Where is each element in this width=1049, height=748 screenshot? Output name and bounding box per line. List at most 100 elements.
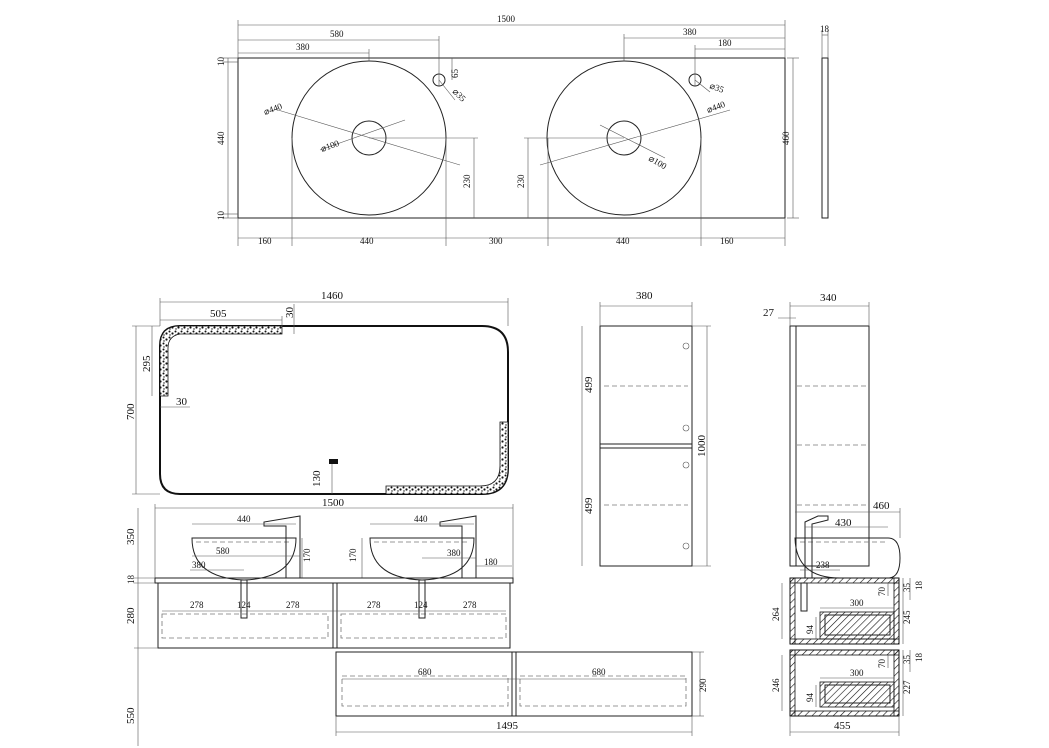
dim-front-170-right: 170 — [348, 548, 358, 562]
mirror-view: 1460 505 30 700 295 30 130 — [125, 290, 509, 495]
dim-top-overall: 1500 — [497, 14, 516, 24]
dim-side-18-top: 18 — [914, 581, 924, 591]
right-drain-pipe — [418, 579, 426, 619]
dim-lower-height: 290 — [698, 678, 708, 692]
dim-top-230-right: 230 — [516, 174, 526, 188]
side-drain-pipe — [800, 582, 808, 612]
dim-side-430: 430 — [835, 517, 852, 529]
dim-cabinet-height: 1000 — [696, 435, 708, 458]
hinge-icon — [682, 461, 690, 469]
lower-drawer-unit — [335, 651, 693, 717]
dim-top-10-a: 10 — [216, 57, 226, 67]
dim-top-bottom-3: 300 — [489, 236, 503, 246]
dim-front-top-width: 1500 — [322, 497, 345, 509]
side-basin-profile — [794, 537, 901, 579]
dim-top-230-left: 230 — [462, 174, 472, 188]
dim-mirror-height: 700 — [125, 403, 137, 420]
led-strip-bottom-right — [385, 421, 509, 495]
dim-top-380-right: 380 — [683, 27, 697, 37]
dim-front-180: 180 — [484, 557, 498, 567]
dim-drawer-6: 278 — [463, 600, 477, 610]
dim-side-300-top: 300 — [850, 598, 864, 608]
side-section-view: 460 430 238 70 35 18 264 300 94 245 70 3… — [771, 500, 924, 736]
dim-mirror-505: 505 — [210, 308, 227, 320]
dim-side-35-bottom: 35 — [902, 655, 912, 665]
left-drain-pipe — [240, 579, 248, 619]
dim-top-10-b: 10 — [216, 211, 226, 221]
dim-side-246: 246 — [771, 678, 781, 692]
dim-side-455: 455 — [834, 720, 851, 732]
dim-cabinet-lower: 499 — [583, 497, 595, 514]
side-tap — [804, 515, 829, 579]
dim-front-basin-left: 440 — [237, 514, 251, 524]
mirror-outline — [159, 325, 509, 495]
dim-top-tap-left: ⌀35 — [451, 86, 469, 104]
dim-top-basin-right: ⌀440 — [705, 99, 727, 115]
dim-top-tap-right: ⌀35 — [708, 80, 725, 94]
tall-cabinet-front: 380 1000 499 499 — [581, 290, 711, 567]
dim-front-380-right: 380 — [447, 548, 461, 558]
cabinet-side-door — [789, 325, 797, 567]
dim-top-basin-left: ⌀440 — [262, 101, 284, 117]
dim-top-drain-left: ⌀100 — [319, 138, 341, 154]
right-tap — [439, 515, 477, 579]
dim-side-227: 227 — [902, 680, 912, 694]
dim-drawer-1: 278 — [190, 600, 204, 610]
upper-drawer-unit — [157, 582, 511, 649]
dim-top-18: 18 — [820, 24, 830, 34]
cabinet-side-outline — [789, 325, 870, 567]
hinge-icon — [682, 424, 690, 432]
dim-cabinet-width: 380 — [636, 290, 653, 302]
hinge-icon — [682, 342, 690, 350]
dim-cabinet-depth: 340 — [820, 292, 837, 304]
dim-side-35-top: 35 — [902, 583, 912, 593]
hinge-icon — [682, 542, 690, 550]
dim-side-300-bottom: 300 — [850, 668, 864, 678]
left-basin-front — [191, 537, 297, 581]
dim-mirror-width: 1460 — [321, 290, 344, 302]
mirror-switch — [329, 459, 338, 464]
dim-lower-drawer-2: 680 — [592, 667, 606, 677]
cabinet-front-outline — [599, 325, 693, 567]
dim-drawer-4: 278 — [367, 600, 381, 610]
dim-mirror-30-top: 30 — [284, 307, 296, 319]
right-basin-front — [369, 537, 475, 581]
dim-side-238: 238 — [816, 560, 830, 570]
counter-top-front — [154, 577, 514, 584]
dim-top-180: 180 — [718, 38, 732, 48]
dim-side-245: 245 — [902, 610, 912, 624]
dim-drawer-3: 278 — [286, 600, 300, 610]
tall-cabinet-side: 340 27 — [763, 292, 870, 567]
dim-cabinet-door: 27 — [763, 307, 775, 319]
dim-side-18-bottom: 18 — [914, 653, 924, 663]
dim-top-bottom-1: 160 — [258, 236, 272, 246]
dim-drawer-2: 124 — [237, 600, 251, 610]
dim-top-drain-right: ⌀100 — [647, 153, 669, 171]
dim-top-380-left: 380 — [296, 42, 310, 52]
front-elevation: 1500 350 440 440 580 380 380 180 170 170… — [125, 497, 708, 746]
top-edge-profile — [821, 57, 829, 219]
dim-mirror-295: 295 — [141, 355, 153, 372]
dim-front-basin-right: 440 — [414, 514, 428, 524]
dim-side-94-bottom: 94 — [805, 693, 815, 703]
dim-lower-gap: 550 — [125, 707, 137, 724]
dim-top-440-v: 440 — [216, 131, 226, 145]
dim-cabinet-upper: 499 — [583, 376, 595, 393]
dim-front-170-left: 170 — [302, 548, 312, 562]
dim-mirror-30-side: 30 — [176, 396, 188, 408]
dim-lower-drawer-1: 680 — [418, 667, 432, 677]
dim-front-580: 580 — [216, 546, 230, 556]
dim-front-basin-height: 350 — [125, 528, 137, 545]
dim-top-bottom-5: 160 — [720, 236, 734, 246]
dim-mirror-130: 130 — [311, 470, 323, 487]
dim-front-280: 280 — [125, 607, 137, 624]
dim-front-380-left: 380 — [192, 560, 206, 570]
dim-top-bottom-4: 440 — [616, 236, 630, 246]
dim-front-18: 18 — [126, 575, 136, 585]
dim-side-94-top: 94 — [805, 625, 815, 635]
vanity-top-outline — [237, 57, 786, 219]
dim-top-bottom-2: 440 — [360, 236, 374, 246]
dim-top-580: 580 — [330, 29, 344, 39]
led-strip-top-left — [159, 325, 283, 397]
